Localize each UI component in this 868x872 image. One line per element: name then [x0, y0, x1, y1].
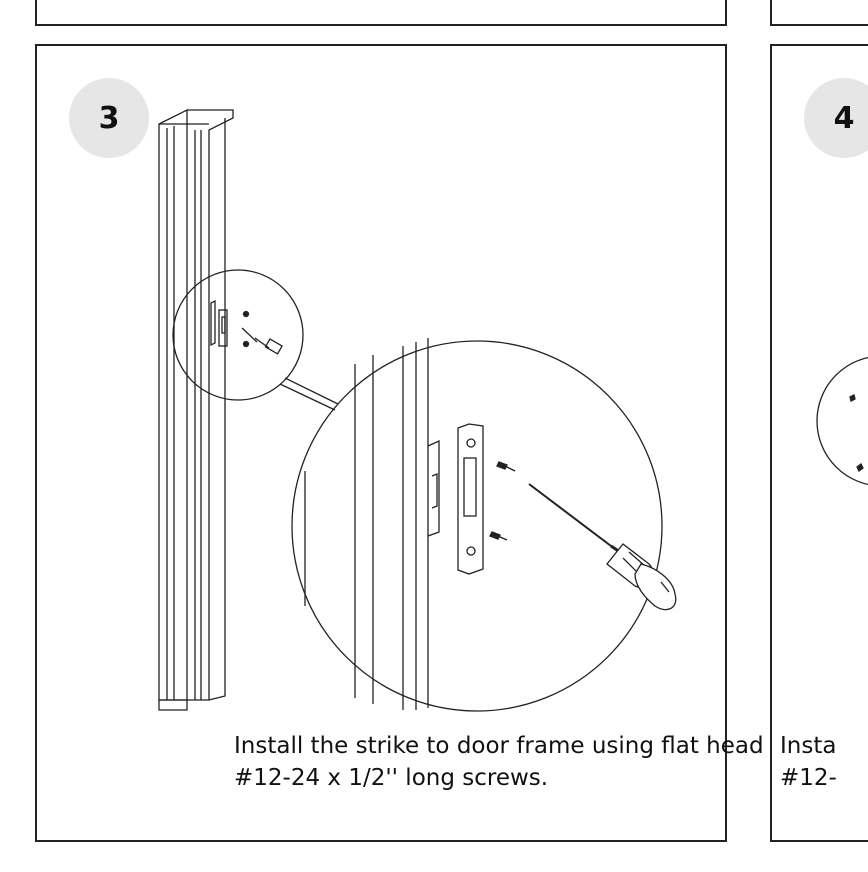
- caption-line-2: #12-: [780, 765, 837, 791]
- step-caption: Install the strike to door frame using f…: [234, 730, 764, 794]
- screw-bottom: [489, 531, 508, 541]
- previous-step-panel-left: [35, 0, 727, 26]
- step-3-panel: 3: [35, 44, 764, 842]
- detail-callout-large-circle: [291, 340, 663, 712]
- strike-installation-illustration: [158, 108, 677, 712]
- screwdriver: [528, 483, 677, 611]
- caption-line-1: Install the strike to door frame using f…: [234, 733, 764, 759]
- caption-line-2: #12-24 x 1/2'' long screws.: [234, 765, 549, 791]
- screw-top: [496, 461, 516, 472]
- step-4-illustration-partial: [816, 356, 868, 486]
- strike-plate: [457, 423, 484, 575]
- callout-leader-line: [279, 377, 339, 411]
- detail-callout-small-circle: [172, 269, 304, 401]
- step-number-badge: 4: [804, 78, 868, 158]
- step-number: 4: [833, 100, 855, 136]
- previous-step-panel-right: [770, 0, 868, 26]
- step-caption: Insta #12-: [780, 730, 837, 794]
- step-number-badge: 3: [69, 78, 149, 158]
- step-4-panel: 4 Insta #12-: [770, 44, 868, 842]
- caption-line-1: Insta: [780, 733, 837, 759]
- step-number: 3: [98, 100, 120, 136]
- door-frame: [158, 108, 188, 701]
